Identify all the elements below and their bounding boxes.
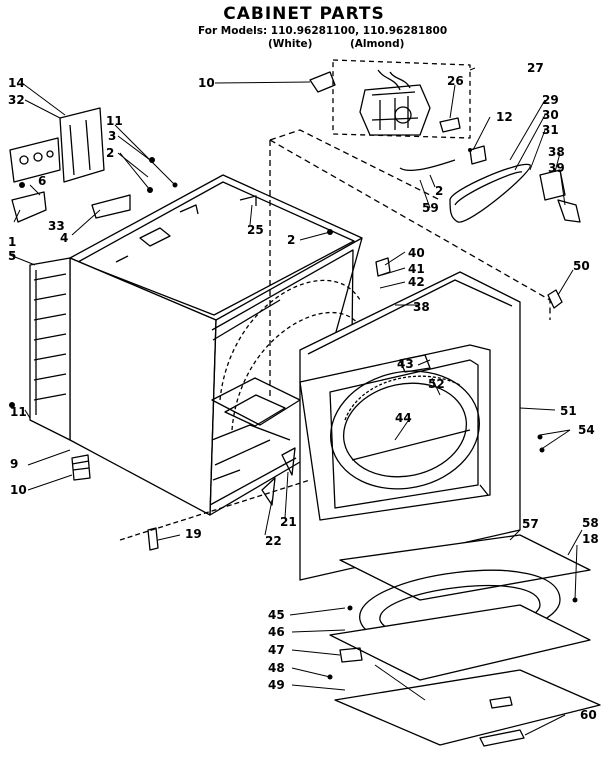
variant-white: (White)	[268, 38, 313, 50]
part-19	[147, 527, 159, 551]
callout-48: 48	[268, 661, 285, 675]
callout-42: 42	[408, 275, 425, 289]
foot	[71, 454, 91, 481]
callout-9: 10	[198, 76, 215, 90]
callout-25: 25	[247, 223, 264, 237]
callout-50: 50	[573, 259, 590, 273]
callout-47: 47	[268, 643, 285, 657]
callout-51: 51	[560, 404, 577, 418]
callout-5: 5	[8, 249, 16, 263]
variant-almond: (Almond)	[350, 38, 405, 50]
side-panel	[29, 257, 71, 441]
callout-33: 32	[8, 93, 25, 107]
callout-22: 22	[265, 534, 282, 548]
callout-58: 58	[582, 516, 599, 530]
callout-30: 30	[542, 108, 559, 122]
belt	[449, 163, 531, 223]
callout-7: 9	[10, 457, 18, 471]
callout-45: 45	[268, 608, 285, 622]
callout-8: 10	[10, 483, 27, 497]
callout-12: 12	[496, 110, 513, 124]
callout-57: 57	[522, 517, 539, 531]
callout-2a: 2	[106, 146, 114, 160]
callout-59: 59	[422, 201, 439, 215]
callout-52: 52	[428, 377, 445, 391]
callout-10: 11	[106, 114, 123, 128]
callout-39: 39	[548, 161, 565, 175]
callout-31: 31	[542, 123, 559, 137]
callout-29: 29	[542, 93, 559, 107]
callout-44: 44	[395, 411, 412, 425]
models-line: For Models: 110.96281100, 110.96281800	[198, 25, 448, 37]
callout-4: 4	[60, 231, 68, 245]
callout-38: 38	[413, 300, 430, 314]
callout-14: 14	[8, 76, 25, 90]
callout-54: 54	[578, 423, 595, 437]
callout-26: 26	[447, 74, 464, 88]
diagram-title: CABINET PARTS	[223, 4, 385, 24]
front-panel	[299, 271, 521, 581]
callout-41: 41	[408, 262, 425, 276]
part-32	[539, 169, 566, 201]
callout-37: 33	[48, 219, 65, 233]
callout-40: 40	[408, 246, 425, 260]
part-40	[375, 257, 391, 277]
bracket-6	[11, 191, 47, 223]
callout-27: 27	[527, 61, 544, 75]
callout-32: 38	[548, 145, 565, 159]
part-12	[469, 145, 487, 165]
control-bracket	[9, 107, 131, 223]
callout-21: 21	[280, 515, 297, 529]
callout-46: 46	[268, 625, 285, 639]
callout-18: 18	[582, 532, 599, 546]
wire-59	[399, 159, 456, 172]
callout-2b: 2	[287, 233, 295, 247]
callout-43: 43	[397, 357, 414, 371]
callout-6: 6	[38, 174, 46, 188]
callout-49: 49	[268, 678, 285, 692]
part-50	[547, 289, 563, 309]
part-60	[479, 729, 525, 747]
callout-19: 19	[185, 527, 202, 541]
callout-60: 60	[580, 708, 597, 722]
callout-2c: 2	[435, 184, 443, 198]
part-43	[399, 354, 431, 373]
cabinet-body	[69, 174, 363, 516]
bracket-37	[91, 194, 131, 219]
part-39	[557, 199, 581, 223]
callout-11: 11	[10, 405, 27, 419]
part-21	[281, 447, 296, 476]
part-9	[309, 71, 336, 93]
base-assembly	[329, 534, 601, 747]
callout-1: 1	[8, 235, 16, 249]
harness-box	[332, 59, 471, 139]
callout-3: 3	[108, 129, 116, 143]
